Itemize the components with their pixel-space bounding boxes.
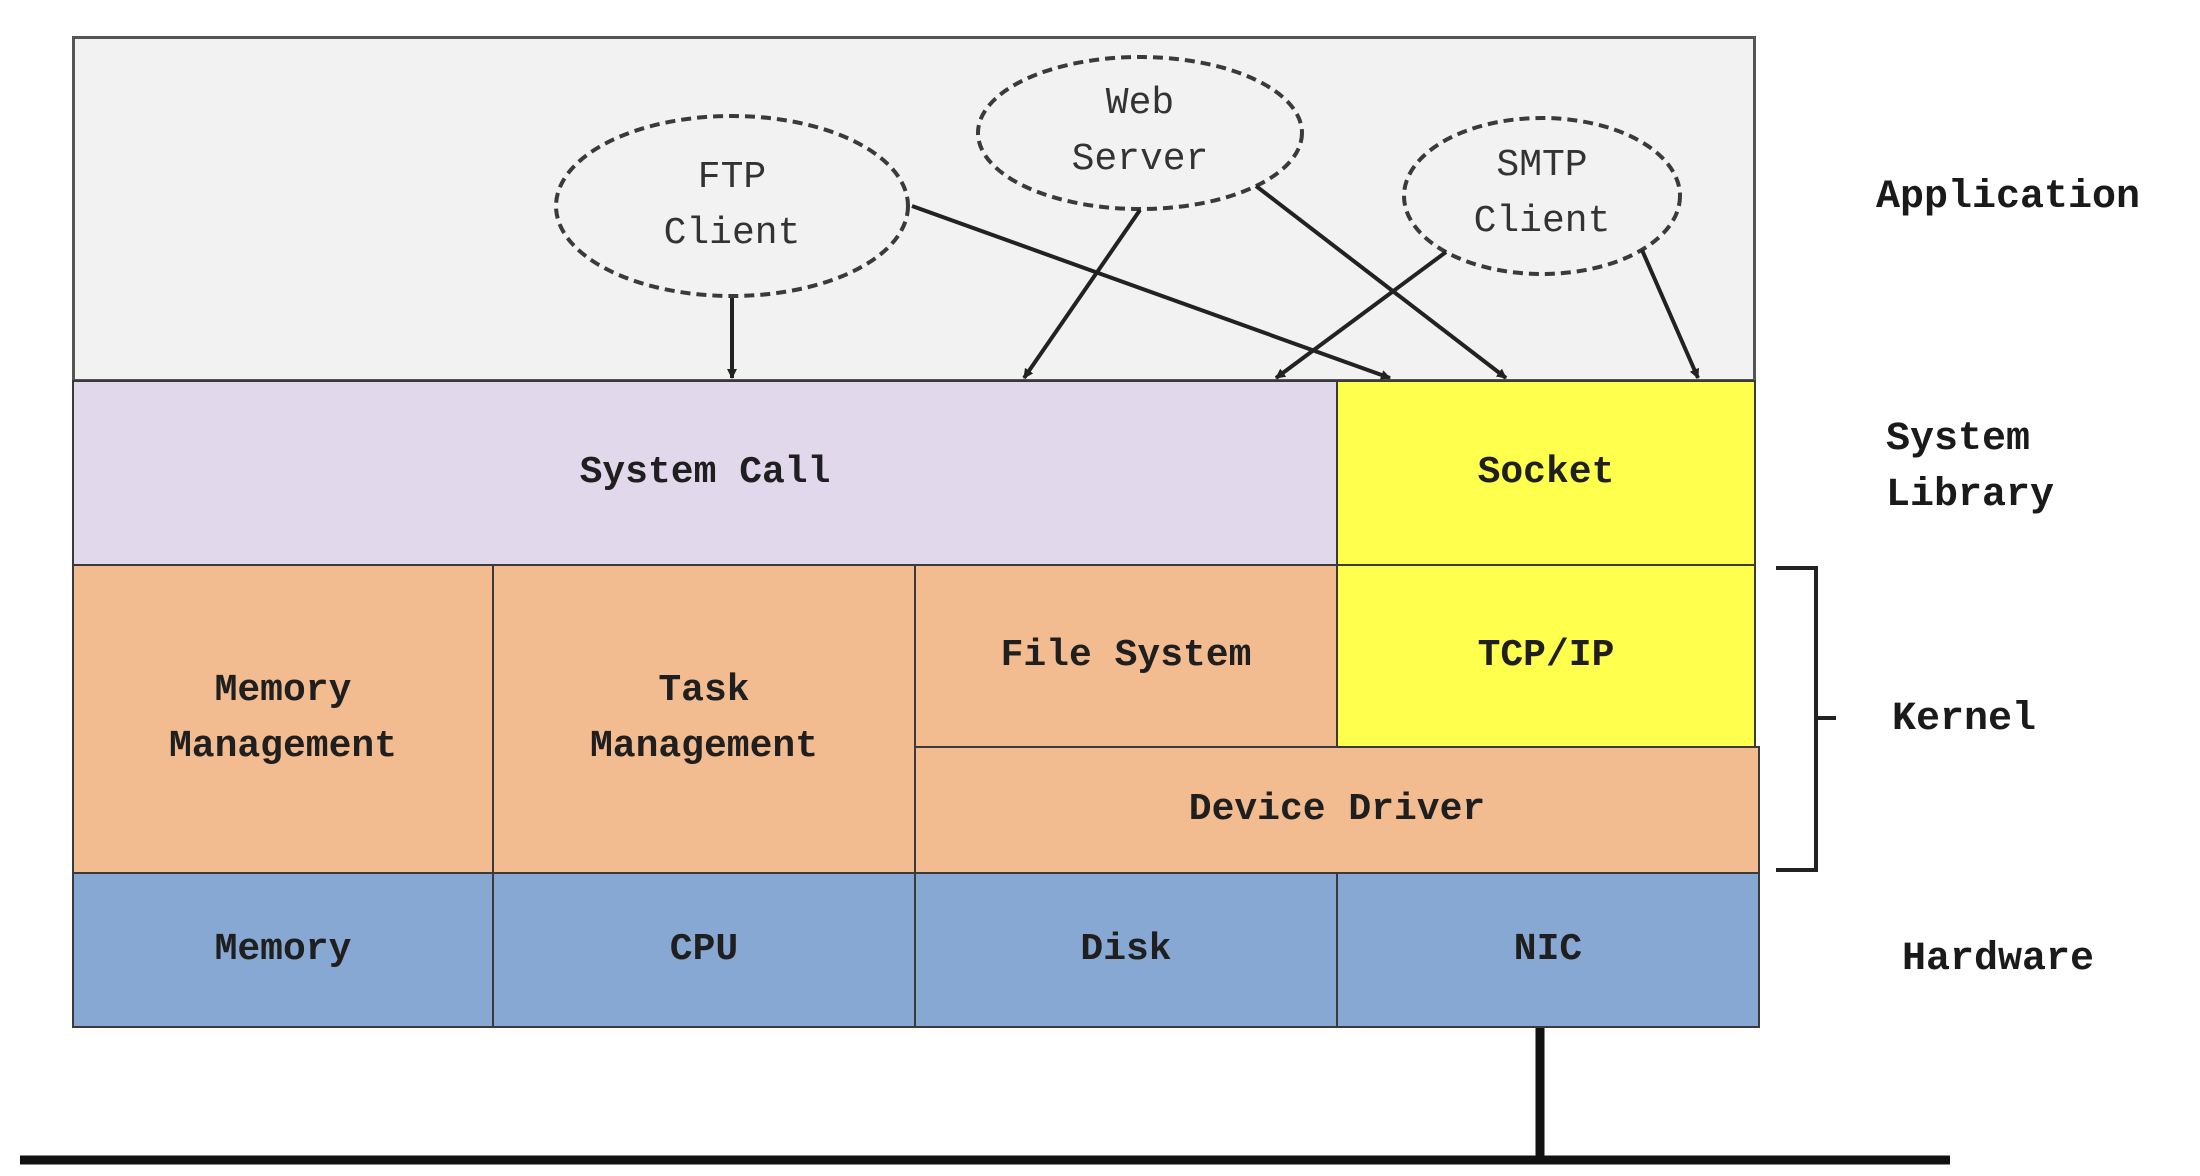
disk-block: Disk — [914, 872, 1338, 1028]
smtp-client-ellipse — [1402, 116, 1682, 276]
memory-hardware-label: Memory — [214, 928, 352, 971]
socket-label: Socket — [1477, 451, 1615, 494]
smtp-client-label: SMTP Client — [1473, 144, 1611, 243]
kernel-layer-label: Kernel — [1892, 697, 2037, 742]
hardware-layer-label: Hardware — [1902, 937, 2095, 982]
memory-hardware-block: Memory — [72, 872, 494, 1028]
web-server-ellipse — [976, 55, 1304, 211]
nic-block: NIC — [1336, 872, 1760, 1028]
memory-management-block: Memory Management — [72, 564, 494, 874]
application-layer-area — [72, 36, 1756, 382]
cpu-label: CPU — [669, 928, 739, 971]
task-management-block: Task Management — [492, 564, 916, 874]
task-management-label: Task Management — [589, 669, 819, 768]
kernel-brace — [1776, 566, 1836, 872]
disk-label: Disk — [1080, 928, 1172, 971]
tcp-ip-block: TCP/IP — [1336, 564, 1756, 748]
web-to-system-call-arrow — [1022, 208, 1142, 380]
smtp-to-socket-arrow — [1640, 249, 1700, 379]
cpu-block: CPU — [492, 872, 916, 1028]
device-driver-label: Device Driver — [1188, 788, 1486, 831]
memory-management-label: Memory Management — [168, 669, 398, 768]
ftp-client-label: FTP Client — [663, 156, 801, 255]
application-layer-label: Application — [1876, 175, 2141, 220]
file-system-block: File System — [914, 564, 1338, 748]
smtp-to-system-call-arrow — [1274, 250, 1448, 380]
ftp-client-ellipse — [554, 114, 910, 298]
tcp-ip-label: TCP/IP — [1477, 634, 1615, 677]
system-library-layer-label: System Library — [1886, 417, 2055, 518]
file-system-label: File System — [1000, 634, 1252, 677]
system-call-block: System Call — [72, 380, 1338, 566]
web-server-label: Web Server — [1071, 82, 1209, 181]
ftp-to-socket-arrow — [911, 204, 1391, 380]
nic-label: NIC — [1513, 928, 1583, 971]
system-call-label: System Call — [579, 451, 831, 494]
web-to-socket-arrow — [1254, 184, 1508, 380]
socket-block: Socket — [1336, 380, 1756, 566]
